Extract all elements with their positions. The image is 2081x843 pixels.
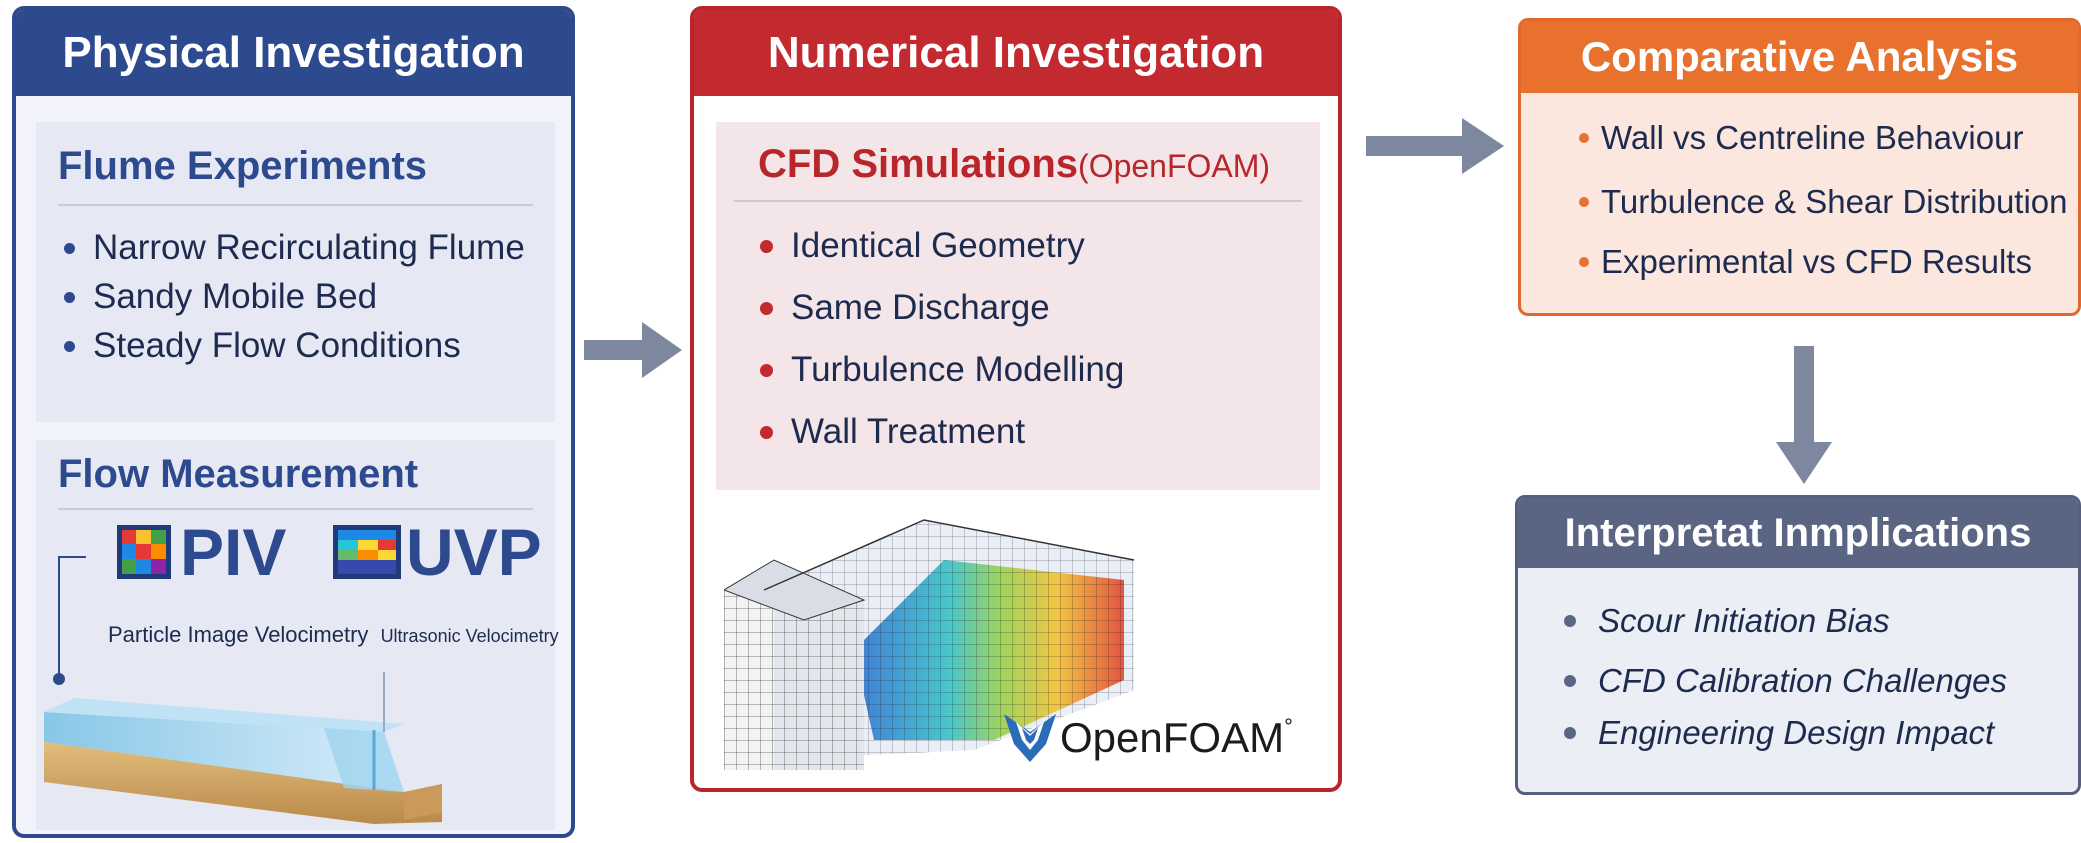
connector-dot-icon xyxy=(53,673,65,685)
caption-row: Particle Image Velocimetry Ultrasonic Ve… xyxy=(108,622,559,648)
list-item: Sandy Mobile Bed xyxy=(64,277,377,317)
divider xyxy=(58,508,533,510)
arrow-right-icon xyxy=(1366,118,1504,174)
list-item-label: Scour Initiation Bias xyxy=(1598,602,1890,639)
flow-measurement-card: Flow Measurement PIV UVP Particle Image … xyxy=(36,440,559,830)
bullet-icon xyxy=(1564,615,1576,627)
divider xyxy=(58,204,533,206)
cfd-mesh-illustration xyxy=(724,519,1135,770)
list-item: CFD Calibration Challenges xyxy=(1564,662,2007,700)
list-item-label: Same Discharge xyxy=(791,288,1050,327)
list-item-label: Steady Flow Conditions xyxy=(93,326,461,365)
openfoam-mark: ° xyxy=(1284,714,1293,739)
list-item-label: Wall Treatment xyxy=(791,412,1026,451)
flume-illustration xyxy=(44,672,442,824)
list-item: Wall vs Centreline Behaviour xyxy=(1579,119,2023,157)
list-item: Wall Treatment xyxy=(760,412,1025,452)
list-item: Engineering Design Impact xyxy=(1564,714,1994,752)
openfoam-logo-text: OpenFOAM° xyxy=(1060,714,1293,762)
list-item: Turbulence & Shear Distribution xyxy=(1579,183,2068,221)
interpretation-header: Interpretat Inmplications xyxy=(1518,498,2078,568)
list-item: Scour Initiation Bias xyxy=(1564,602,1890,640)
bullet-icon xyxy=(760,363,773,377)
flume-experiments-card: Flume Experiments Narrow Recirculating F… xyxy=(36,122,555,422)
cfd-suffix: (OpenFOAM) xyxy=(1078,148,1271,184)
list-item-label: Experimental vs CFD Results xyxy=(1601,243,2032,280)
comparative-analysis-panel: Comparative Analysis Wall vs Centreline … xyxy=(1518,18,2081,316)
openfoam-wordmark: OpenFOAM xyxy=(1060,714,1285,761)
arrow-right-icon xyxy=(584,322,682,378)
list-item-label: Turbulence Modelling xyxy=(791,350,1125,389)
bullet-icon xyxy=(64,291,75,303)
interpretation-panel: Interpretat Inmplications Scour Initiati… xyxy=(1515,495,2081,795)
bullet-icon xyxy=(1564,727,1576,739)
list-item-label: Turbulence & Shear Distribution xyxy=(1601,183,2068,220)
divider xyxy=(734,200,1302,202)
arrow-down-icon xyxy=(1776,346,1832,484)
bullet-icon xyxy=(64,242,75,254)
list-item-label: Wall vs Centreline Behaviour xyxy=(1601,119,2024,156)
bullet-icon xyxy=(1564,675,1576,687)
list-item: Turbulence Modelling xyxy=(760,350,1124,390)
list-item: Identical Geometry xyxy=(760,226,1085,266)
list-item-label: Engineering Design Impact xyxy=(1598,714,1995,751)
uvp-caption: Ultrasonic Velocimetry xyxy=(380,626,559,646)
piv-label: PIV xyxy=(180,515,287,589)
list-item-label: Narrow Recirculating Flume xyxy=(93,228,525,267)
piv-heatmap-icon xyxy=(117,525,171,579)
bullet-icon xyxy=(1579,197,1589,207)
list-item-label: Identical Geometry xyxy=(791,226,1085,265)
bullet-icon xyxy=(760,301,773,315)
bullet-icon xyxy=(1579,257,1589,267)
list-item-label: CFD Calibration Challenges xyxy=(1598,662,2008,699)
list-item: Experimental vs CFD Results xyxy=(1579,243,2032,281)
cfd-simulations-card: CFD Simulations(OpenFOAM) Identical Geom… xyxy=(716,122,1320,490)
bullet-icon xyxy=(760,239,773,253)
cfd-title-row: CFD Simulations(OpenFOAM) xyxy=(758,142,1270,187)
comparative-analysis-header: Comparative Analysis xyxy=(1521,21,2078,93)
numerical-investigation-header: Numerical Investigation xyxy=(694,10,1338,96)
list-item: Same Discharge xyxy=(760,288,1050,328)
flow-measurement-title: Flow Measurement xyxy=(58,452,419,496)
cfd-title: CFD Simulations xyxy=(758,142,1079,186)
bullet-icon xyxy=(64,340,75,352)
numerical-investigation-panel: Numerical Investigation CFD Simulations(… xyxy=(690,6,1342,792)
connector-line xyxy=(58,556,86,558)
list-item: Steady Flow Conditions xyxy=(64,326,461,366)
physical-investigation-header: Physical Investigation xyxy=(16,10,571,96)
list-item: Narrow Recirculating Flume xyxy=(64,228,525,268)
piv-caption: Particle Image Velocimetry xyxy=(108,622,369,647)
uvp-label: UVP xyxy=(406,515,542,589)
list-item-label: Sandy Mobile Bed xyxy=(93,277,378,316)
uvp-heatmap-icon xyxy=(333,525,401,579)
openfoam-logo-icon xyxy=(1004,714,1056,762)
bullet-icon xyxy=(760,425,773,439)
physical-investigation-panel: Physical Investigation Flume Experiments… xyxy=(12,6,575,838)
flume-experiments-title: Flume Experiments xyxy=(58,144,428,188)
bullet-icon xyxy=(1579,133,1589,143)
connector-line xyxy=(58,556,60,676)
